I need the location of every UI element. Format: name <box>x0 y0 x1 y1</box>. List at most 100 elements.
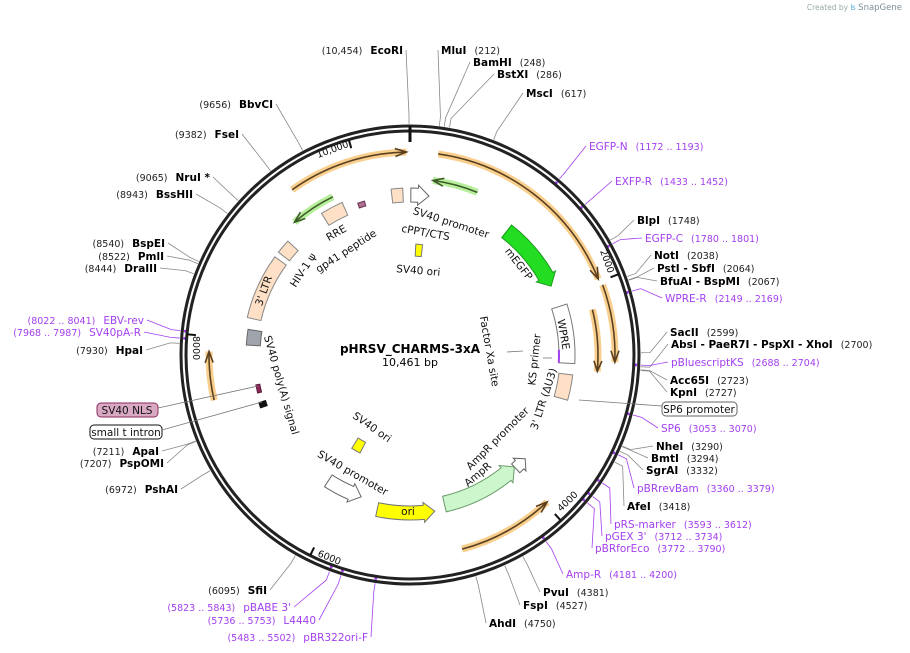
3ltr-du3-feature[interactable] <box>553 372 574 401</box>
primer-l4440[interactable]: (5736 .. 5753)L4440 <box>208 615 316 627</box>
primer-egfp-c[interactable]: EGFP-C(1780 .. 1801) <box>645 233 759 245</box>
enzyme-site-bspei[interactable]: (8540)BspEI <box>93 238 165 250</box>
rre-feature[interactable] <box>320 201 349 226</box>
enzyme-site-afei[interactable]: AfeI(3418) <box>627 501 690 513</box>
enzyme-site-bfuai-bspmi-name: BfuAI - BspMI <box>660 276 740 288</box>
primer-sv40pa-r-pos: (7968 .. 7987) <box>13 328 81 339</box>
enzyme-site-acc65i[interactable]: Acc65I(2723) <box>670 375 749 387</box>
tick-mark-10000 <box>347 139 353 149</box>
ampr-promoter-feature[interactable] <box>510 457 527 474</box>
primer-sv40pa-r[interactable]: (7968 .. 7987)SV40pA-R <box>13 327 141 339</box>
primer-amp-r[interactable]: Amp-R(4181 .. 4200) <box>566 569 677 581</box>
primer-exfp-r-pos: (1433 .. 1452) <box>660 177 728 188</box>
orf-arrow-3[interactable] <box>601 284 616 363</box>
mEGFP-feature[interactable] <box>501 224 557 287</box>
enzyme-site-mlui[interactable]: MluI(212) <box>441 45 500 57</box>
primer-l4440-name: L4440 <box>283 615 316 627</box>
enzyme-site-noti-name: NotI <box>654 250 679 262</box>
ampr-feature[interactable] <box>442 464 515 513</box>
factor-xa-marker <box>506 350 524 353</box>
enzyme-site-sgrai[interactable]: SgrAI(3332) <box>646 465 718 477</box>
leader-line <box>318 575 342 621</box>
enzyme-site-pshai[interactable]: (6972)PshAI <box>105 484 178 496</box>
enzyme-site-apai-name: ApaI <box>132 446 159 458</box>
enzyme-site-fspi[interactable]: FspI(4527) <box>523 600 587 612</box>
enzyme-site-draiii[interactable]: (8444)DraIII <box>85 263 157 275</box>
sv40-ori-bottom-feature[interactable] <box>351 437 367 454</box>
primer-pbluescriptks[interactable]: pBluescriptKS(2688 .. 2704) <box>671 357 820 369</box>
sv40-polya-feature[interactable] <box>245 328 263 347</box>
sv40-promoter-top-feature[interactable] <box>410 184 430 207</box>
ori-feature[interactable] <box>375 501 436 524</box>
enzyme-site-ahdi-name: AhdI <box>489 618 516 630</box>
enzyme-site-bbvci[interactable]: (9656)BbvCI <box>199 99 273 111</box>
feature-label-factor-xa: Factor Xa site <box>477 315 501 387</box>
sv40-promoter-bottom-feature[interactable] <box>323 474 362 503</box>
primer-pbrforeco[interactable]: pBRforEco(3772 .. 3790) <box>595 543 725 555</box>
enzyme-site-bfuai-bspmi[interactable]: BfuAI - BspMI(2067) <box>660 276 779 288</box>
primer-sp6-pos: (3053 .. 3070) <box>689 424 757 435</box>
enzyme-site-ecori[interactable]: (10,454)EcoRI <box>322 45 403 57</box>
plasmid-length: 10,461 bp <box>382 356 438 369</box>
enzyme-site-acc65i-name: Acc65I <box>670 375 709 387</box>
enzyme-site-hpai[interactable]: (7930)HpaI <box>76 345 143 357</box>
enzyme-site-absi-paer7i-pspxi-xhoi[interactable]: AbsI - PaeR7I - PspXI - XhoI(2700) <box>671 339 872 351</box>
enzyme-site-bmti[interactable]: BmtI(3294) <box>651 453 718 465</box>
enzyme-site-apai[interactable]: (7211)ApaI <box>93 446 159 458</box>
enzyme-site-bbvci-pos: (9656) <box>199 100 231 111</box>
enzyme-site-psti-sbfi[interactable]: PstI - SbfI(2064) <box>657 263 755 275</box>
3ltr-feature[interactable] <box>246 256 287 322</box>
orf-arrow-2[interactable] <box>591 309 599 372</box>
leader-line <box>370 583 376 638</box>
primer-amp-r-pos: (4181 .. 4200) <box>609 570 677 581</box>
leader-line <box>612 237 643 245</box>
primer-egfp-n[interactable]: EGFP-N(1172 .. 1193) <box>589 141 703 153</box>
enzyme-site-pvui[interactable]: PvuI(4381) <box>543 587 609 599</box>
primer-sp6[interactable]: SP6(3053 .. 3070) <box>661 423 757 435</box>
enzyme-site-bstxi[interactable]: BstXI(286) <box>497 69 562 81</box>
enzyme-site-sgrai-name: SgrAI <box>646 465 678 477</box>
enzyme-site-nhei[interactable]: NheI(3290) <box>656 441 723 453</box>
enzyme-site-msci-name: MscI <box>526 88 553 100</box>
feature-label-wpre: WPRE <box>554 318 571 350</box>
feature-label-rre: RRE <box>324 223 348 244</box>
enzyme-site-fsei[interactable]: (9382)FseI <box>175 129 239 141</box>
enzyme-site-kpni[interactable]: KpnI(2727) <box>670 387 737 399</box>
primer-pbrrevbam[interactable]: pBRrevBam(3360 .. 3379) <box>637 483 775 495</box>
labels: (10,454)EcoRI MluI(212)BamHI(248)BstXI(28… <box>13 45 872 644</box>
orf-arrow-0[interactable] <box>291 151 407 191</box>
orf-arrow-1[interactable] <box>438 153 599 280</box>
feature-label-ks-primer: KS primer <box>526 333 543 386</box>
enzyme-site-pmli[interactable]: (8522)PmlI <box>98 251 164 263</box>
gp41-peptide-feature[interactable] <box>357 200 367 209</box>
primer-pbabe-3-[interactable]: (5823 .. 5843)pBABE 3' <box>167 602 291 614</box>
enzyme-site-pspomi[interactable]: (7207)PspOMI <box>80 458 164 470</box>
primer-exfp-r[interactable]: EXFP-R(1433 .. 1452) <box>615 176 728 188</box>
sv40-ori-top-feature[interactable] <box>414 243 424 258</box>
sv40-nls-feature[interactable] <box>255 383 263 394</box>
enzyme-site-bamhi[interactable]: BamHI(248) <box>473 57 545 69</box>
primer-pbr322ori-f-pos: (5483 .. 5502) <box>227 633 295 644</box>
leader-line <box>627 254 652 277</box>
cppt-cts-feature[interactable] <box>390 187 404 204</box>
primer-wpre-r[interactable]: WPRE-R(2149 .. 2169) <box>665 293 783 305</box>
primer-pgex-3-[interactable]: pGEX 3'(3712 .. 3734) <box>605 531 722 543</box>
enzyme-site-sacii[interactable]: SacII(2599) <box>670 327 738 339</box>
leader-line <box>628 267 655 281</box>
primer-ebv-rev[interactable]: (8022 .. 8041)EBV-rev <box>28 315 145 327</box>
enzyme-site-sfii[interactable]: (6095)SfiI <box>208 585 267 597</box>
hiv1-psi-feature[interactable] <box>277 240 299 262</box>
enzyme-site-bsshii[interactable]: (8943)BssHII <box>116 189 193 201</box>
orf-arrow-4[interactable] <box>461 501 548 550</box>
enzyme-site-blpi[interactable]: BlpI(1748) <box>637 215 700 227</box>
primer-prs-marker[interactable]: pRS-marker(3593 .. 3612) <box>614 519 752 531</box>
primer-pbr322ori-f[interactable]: (5483 .. 5502)pBR322ori-F <box>227 632 368 644</box>
small-t-intron-feature[interactable] <box>258 399 268 409</box>
enzyme-site-msci[interactable]: MscI(617) <box>526 88 586 100</box>
enzyme-site-nrui-[interactable]: (9065)NruI * <box>136 172 211 184</box>
enzyme-site-bmti-pos: (3294) <box>687 454 719 465</box>
primer-prs-marker-pos: (3593 .. 3612) <box>684 520 752 531</box>
leader-line <box>640 331 668 354</box>
enzyme-site-ahdi[interactable]: AhdI(4750) <box>489 618 556 630</box>
enzyme-site-noti[interactable]: NotI(2038) <box>654 250 719 262</box>
